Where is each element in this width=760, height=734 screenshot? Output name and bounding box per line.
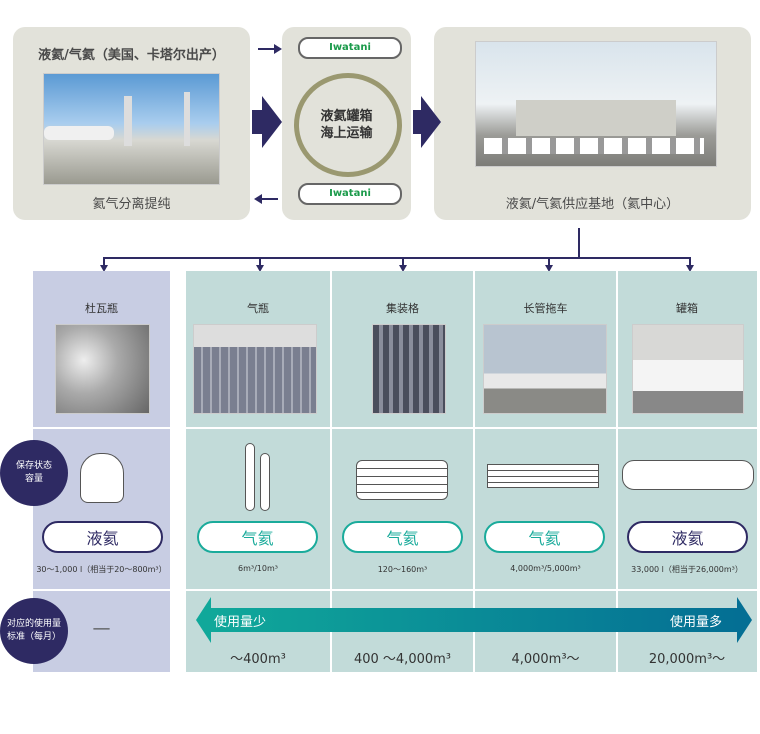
iso-container-photo bbox=[632, 324, 744, 414]
dewar-photo bbox=[55, 324, 150, 414]
state-badge: 液氦 bbox=[627, 521, 748, 553]
cylinders-photo bbox=[193, 324, 317, 414]
ship-text-2: 海上运输 bbox=[320, 126, 373, 141]
column-title: 杜瓦瓶 bbox=[85, 302, 118, 315]
usage-dewar: — bbox=[92, 618, 111, 639]
ship-text: 液氦罐箱海上运输 bbox=[282, 108, 411, 142]
arrow-head bbox=[100, 265, 108, 272]
connector bbox=[402, 258, 404, 266]
column-title: 集装格 bbox=[386, 302, 419, 315]
ship-text-1: 液氦罐箱 bbox=[320, 109, 373, 124]
arrow-head bbox=[256, 265, 264, 272]
usage-arrow-bar bbox=[211, 608, 737, 632]
state-badge: 气氦 bbox=[197, 521, 318, 553]
connector bbox=[689, 258, 691, 266]
divider bbox=[473, 271, 475, 672]
usage-label: 对应的使用量 标准（每月） bbox=[0, 598, 68, 664]
bundle-icon bbox=[356, 460, 448, 500]
cylinder-icon bbox=[260, 453, 270, 511]
arrow-head bbox=[686, 265, 694, 272]
usage-arrow-right-head bbox=[737, 597, 752, 643]
divider bbox=[616, 271, 618, 672]
capacity: 4,000m³/5,000m³ bbox=[510, 564, 581, 573]
tube-trailer-photo bbox=[483, 324, 607, 414]
dewar-icon bbox=[80, 453, 124, 503]
state-badge: 气氦 bbox=[484, 521, 605, 553]
bundle-photo bbox=[372, 324, 446, 414]
column-title: 长管拖车 bbox=[523, 302, 568, 315]
arrow-back bbox=[260, 198, 278, 200]
connector bbox=[259, 258, 261, 266]
usage-value: 400 ～4,000m³ bbox=[353, 652, 452, 667]
connector bbox=[103, 258, 105, 266]
separation-plant-photo bbox=[43, 73, 220, 185]
state-badge: 气氦 bbox=[342, 521, 463, 553]
arrow-head bbox=[545, 265, 553, 272]
arrow-head bbox=[399, 265, 407, 272]
cycle-icon bbox=[294, 73, 402, 177]
capacity: 33,000 l（相当于26,000m³） bbox=[631, 565, 743, 574]
big-arrow-2 bbox=[413, 110, 421, 134]
arrow-to-ship bbox=[258, 48, 276, 50]
connector bbox=[578, 228, 580, 258]
tank-brand: Iwatani bbox=[329, 188, 371, 199]
big-arrow-1 bbox=[252, 110, 262, 134]
cylinder-icon bbox=[245, 443, 255, 511]
divider bbox=[33, 427, 757, 429]
source-caption: 氦气分离提纯 bbox=[92, 197, 171, 212]
connector bbox=[548, 258, 550, 266]
tank-brand: Iwatani bbox=[329, 42, 371, 53]
helium-center-photo bbox=[475, 41, 717, 167]
source-title: 液氦/气氦（美国、卡塔尔出产） bbox=[38, 48, 225, 63]
column-title: 罐箱 bbox=[676, 302, 698, 315]
arrow-head bbox=[254, 194, 262, 204]
usage-arrow-left-head bbox=[196, 597, 211, 643]
iso-tank-bottom: Iwatani bbox=[298, 183, 402, 205]
big-arrow-1-head bbox=[262, 96, 282, 148]
base-caption: 液氦/气氦供应基地（氦中心） bbox=[505, 197, 680, 212]
capacity: 6m³/10m³ bbox=[238, 564, 278, 573]
column-title: 气瓶 bbox=[247, 302, 269, 315]
connector-h bbox=[103, 257, 691, 259]
usage-more: 使用量多 bbox=[670, 615, 723, 630]
divider bbox=[33, 589, 757, 591]
usage-value: ～400m³ bbox=[230, 652, 286, 667]
usage-value: 20,000m³～ bbox=[648, 652, 726, 667]
trailer-icon bbox=[487, 464, 599, 488]
divider bbox=[330, 271, 332, 672]
usage-less: 使用量少 bbox=[214, 615, 267, 630]
big-arrow-2-head bbox=[421, 96, 441, 148]
usage-value: 4,000m³～ bbox=[511, 652, 580, 667]
arrow-head bbox=[274, 44, 282, 54]
capacity: 30～1,000 l（相当于20～800m³） bbox=[36, 565, 167, 574]
gap bbox=[170, 271, 186, 672]
state-badge: 液氦 bbox=[42, 521, 163, 553]
iso-tank-top: Iwatani bbox=[298, 37, 402, 59]
capacity: 120～160m³ bbox=[377, 565, 428, 574]
storage-label: 保存状态 容量 bbox=[0, 440, 68, 506]
tank-trailer-icon bbox=[622, 460, 754, 490]
